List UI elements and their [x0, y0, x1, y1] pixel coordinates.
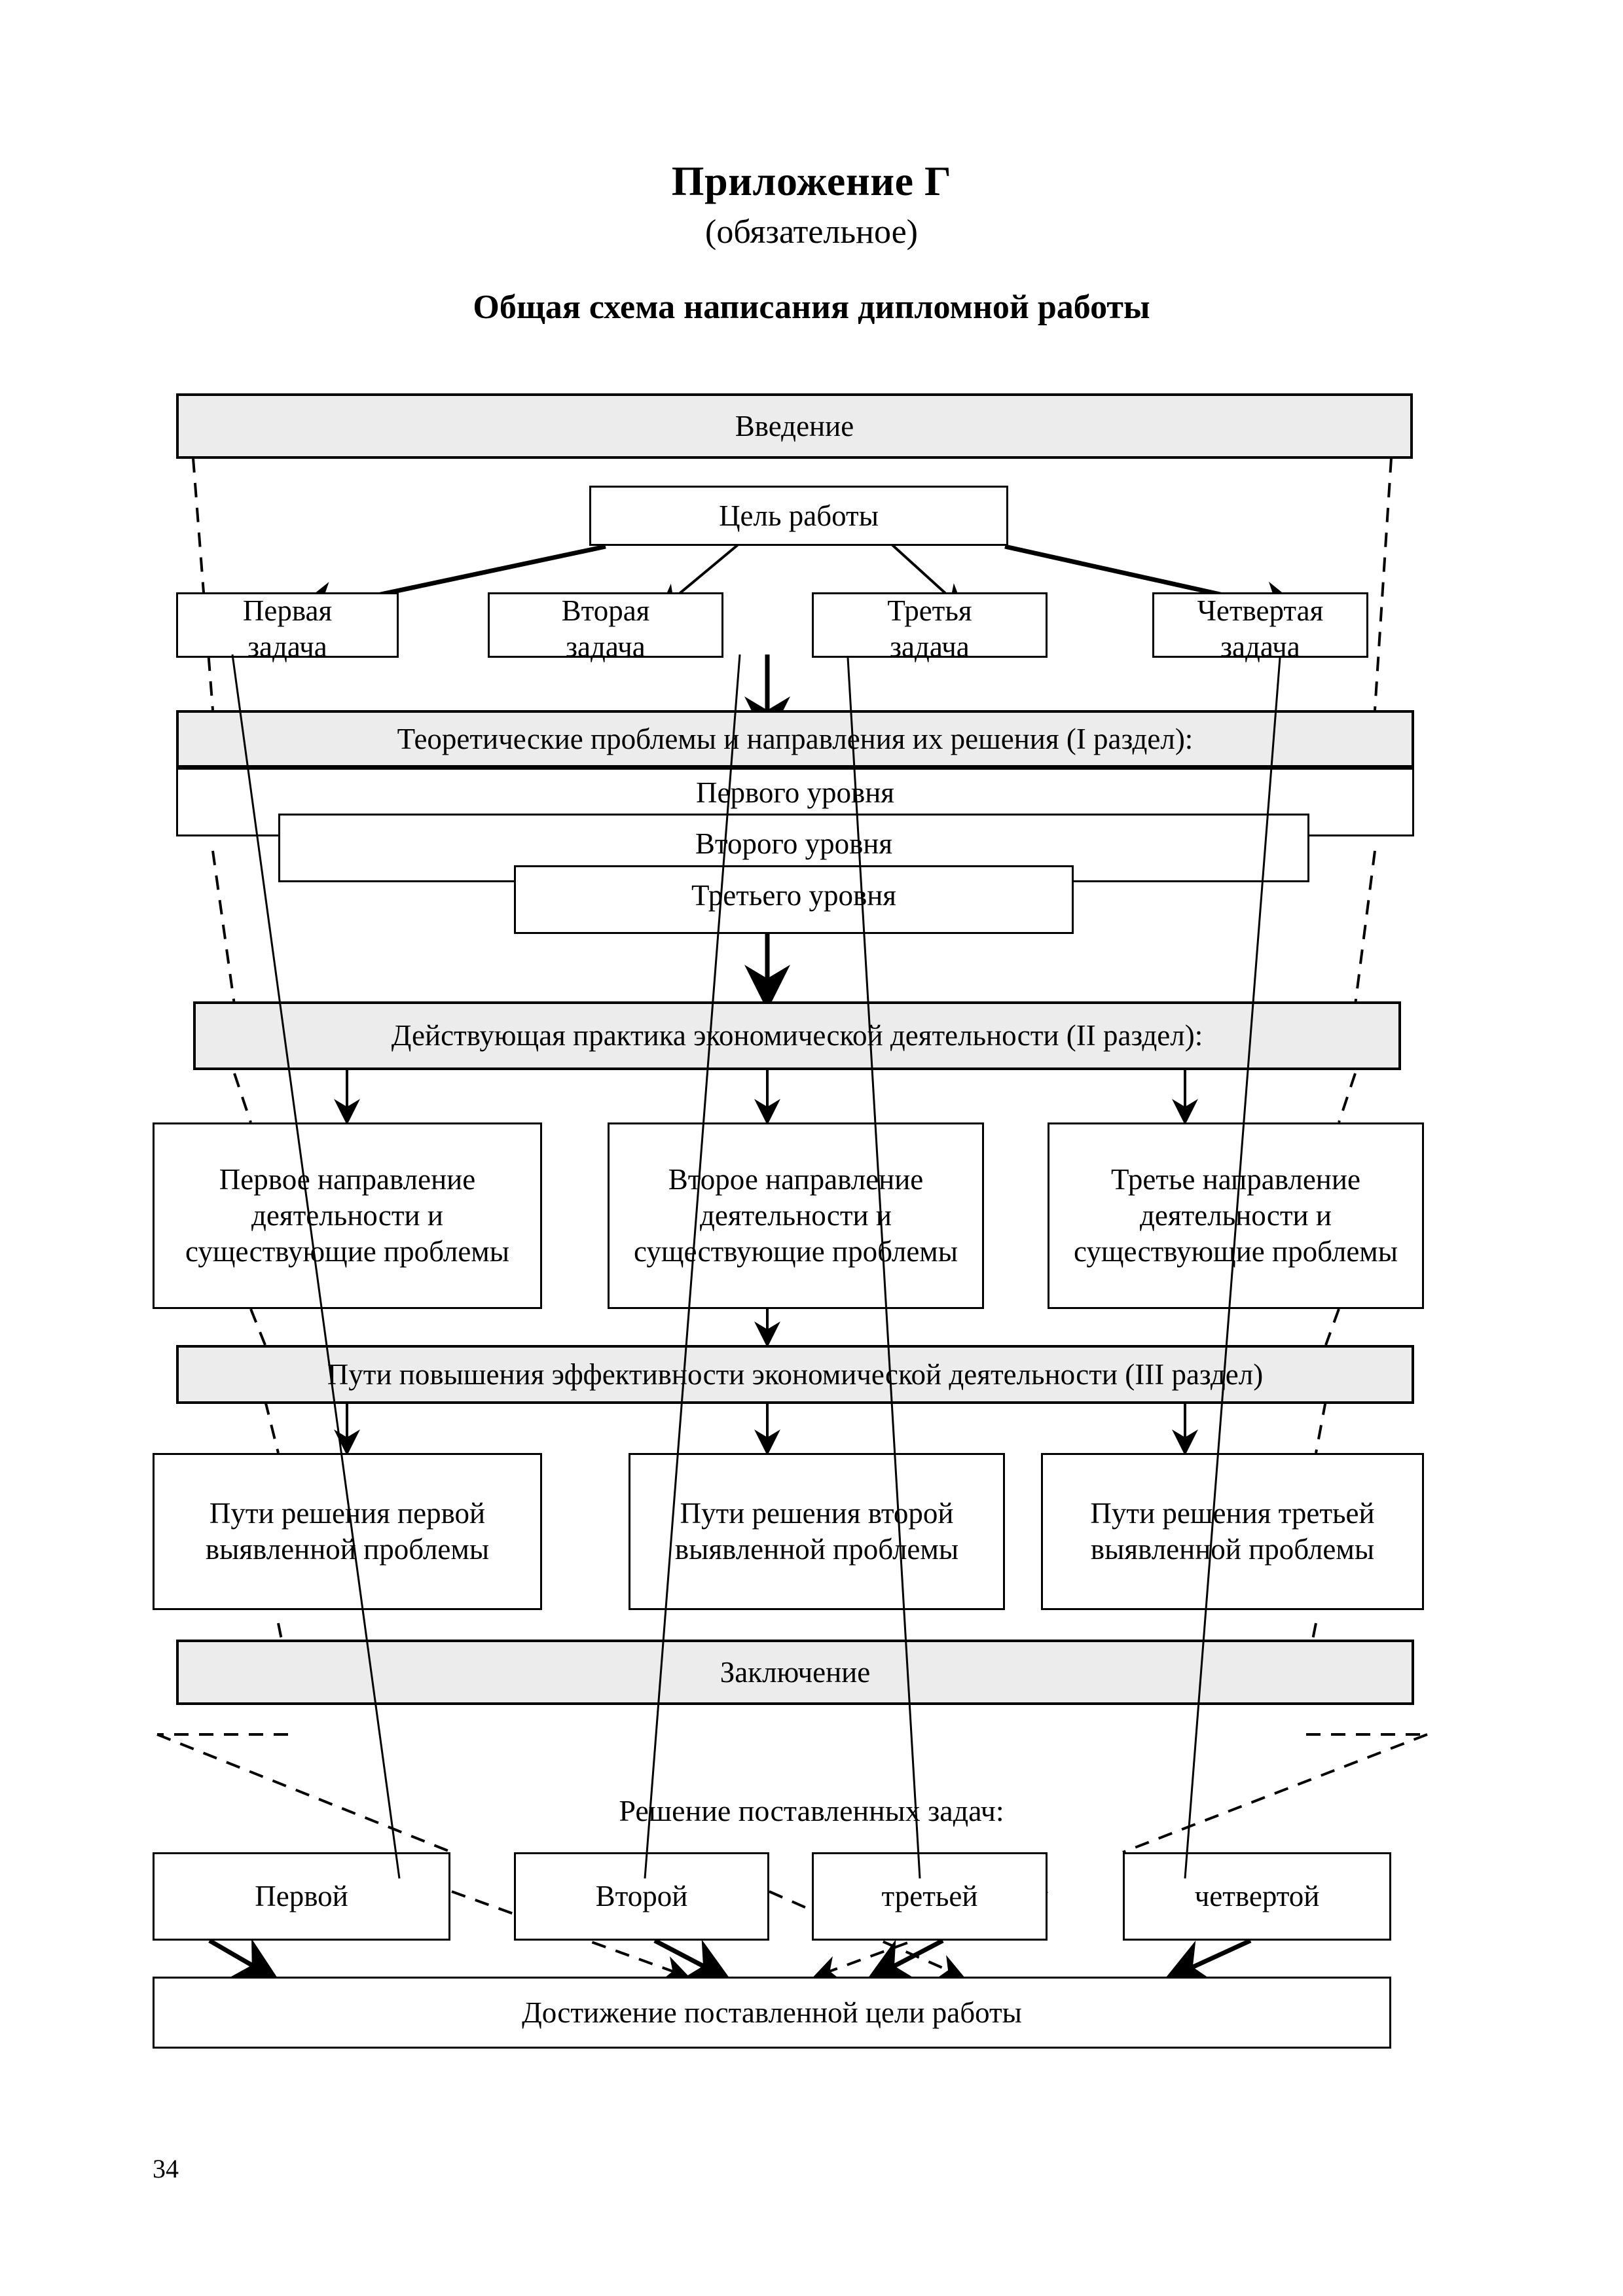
- task-box-3: Третья задача: [812, 592, 1048, 663]
- solution-box-1: Пути решения первой выявленной проблемы: [153, 1453, 542, 1610]
- section-3-band: Пути повышения эффективности экономическ…: [176, 1345, 1414, 1404]
- scheme-title: Общая схема написания дипломной работы: [473, 289, 1150, 326]
- appendix-subtitle: (обязательное): [705, 213, 918, 251]
- appendix-title: Приложение Г: [671, 158, 952, 204]
- solution-box-2: Пути решения второй выявленной проблемы: [629, 1453, 1005, 1610]
- solved-task-box-2: Второй: [514, 1852, 769, 1941]
- solved-task-box-3: третьей: [812, 1852, 1048, 1941]
- solved-tasks-label: Решение поставленных задач:: [619, 1794, 1004, 1827]
- direction-box-2: Второе направление деятельности и сущест…: [608, 1122, 984, 1309]
- task-box-4: Четвертая задача: [1152, 592, 1368, 663]
- goal-box: Цель работы: [589, 486, 1008, 546]
- direction-box-3: Третье направление деятельности и сущест…: [1048, 1122, 1424, 1309]
- task-box-2: Вторая задача: [488, 592, 723, 663]
- task-box-1: Первая задача: [176, 592, 399, 663]
- goal-achieved-box: Достижение поставленной цели работы: [153, 1977, 1391, 2049]
- section-2-band: Действующая практика экономической деяте…: [193, 1001, 1401, 1070]
- direction-box-1: Первое направление деятельности и сущест…: [153, 1122, 542, 1309]
- level-box-3: Третьего уровня: [514, 865, 1074, 934]
- section-1-band: Теоретические проблемы и направления их …: [176, 710, 1414, 768]
- conclusion-band: Заключение: [176, 1640, 1414, 1705]
- solved-task-box-4: четвертой: [1123, 1852, 1391, 1941]
- solution-box-3: Пути решения третьей выявленной проблемы: [1041, 1453, 1424, 1610]
- solved-task-box-1: Первой: [153, 1852, 450, 1941]
- intro-band: Введение: [176, 393, 1413, 459]
- page-number: 34: [153, 2154, 179, 2183]
